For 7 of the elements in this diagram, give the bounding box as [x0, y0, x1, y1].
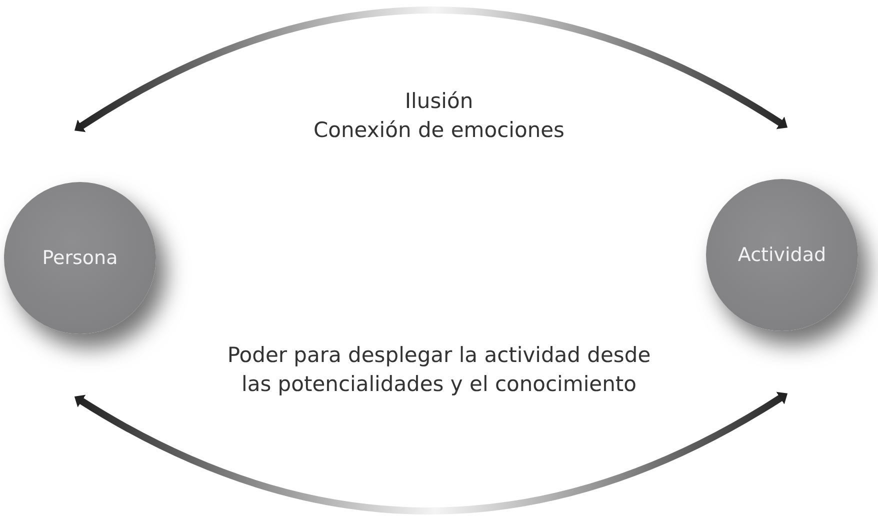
text-label: Conexión de emociones: [312, 117, 566, 144]
curved-double-arrow: [75, 6, 787, 134]
curved-double-arrow: [75, 390, 787, 514]
node-label: Persona: [42, 247, 118, 269]
node-label: Actividad: [738, 244, 826, 266]
edge-label: Poder para desplegar la actividad desde las potencialidades y el conocimiento: [226, 342, 652, 398]
edge-label: Ilusión: [404, 88, 474, 115]
